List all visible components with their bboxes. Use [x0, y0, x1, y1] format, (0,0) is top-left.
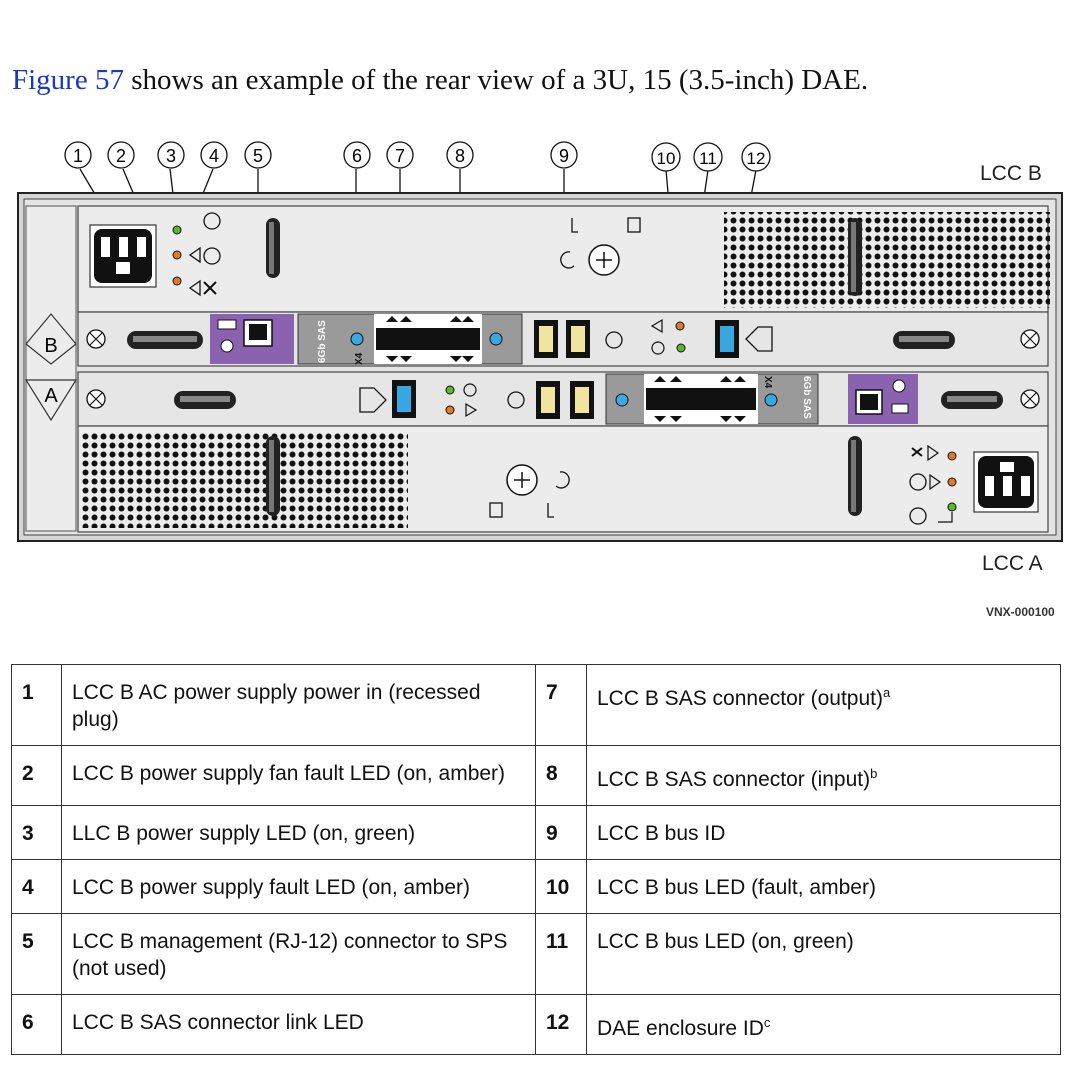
svg-text:2: 2 [116, 146, 126, 166]
legend-number: 9 [535, 805, 587, 860]
legend-description: LCC B SAS connector link LED [61, 994, 536, 1055]
legend-description: LCC B SAS connector (output)a [586, 664, 1061, 746]
callout-12: 12 [741, 142, 771, 172]
legend-description: LCC B bus LED (fault, amber) [586, 859, 1061, 914]
legend-description: LCC B bus LED (on, green) [586, 913, 1061, 995]
intro-text: Figure 57 shows an example of the rear v… [12, 64, 868, 97]
svg-text:1: 1 [73, 146, 83, 166]
legend-number: 3 [11, 805, 62, 860]
callout-4: 4 [200, 141, 228, 169]
dae-rear-view-diagram: 1 2 3 4 5 6 7 8 9 10 11 12 [17, 141, 1063, 542]
table-row: 3 LLC B power supply LED (on, green) 9 L… [11, 805, 1061, 860]
legend-number: 7 [535, 664, 587, 746]
callout-7: 7 [386, 141, 414, 169]
callout-1: 1 [64, 141, 92, 169]
legend-description: LCC B AC power supply power in (recessed… [61, 664, 536, 746]
callout-5: 5 [244, 141, 272, 169]
legend-description: DAE enclosure IDc [586, 994, 1061, 1055]
footnote-marker: c [763, 1015, 771, 1030]
legend-description: LCC B SAS connector (input)b [586, 745, 1061, 806]
svg-text:6Gb SAS: 6Gb SAS [801, 376, 812, 419]
legend-description: LCC B power supply fault LED (on, amber) [61, 859, 536, 914]
legend-number: 6 [11, 994, 62, 1055]
svg-text:4: 4 [209, 146, 219, 166]
legend-description: LLC B power supply LED (on, green) [61, 805, 536, 860]
svg-text:6: 6 [352, 146, 362, 166]
svg-text:B: B [44, 335, 57, 357]
svg-text:X4: X4 [354, 352, 365, 365]
callout-6: 6 [343, 141, 371, 169]
legend-description: LCC B management (RJ-12) connector to SP… [61, 913, 536, 995]
legend-description: LCC B bus ID [586, 805, 1061, 860]
lcc-b-label: LCC B [980, 162, 1042, 185]
intro-sentence: shows an example of the rear view of a 3… [123, 64, 869, 96]
svg-text:7: 7 [395, 146, 405, 166]
lcc-a-controller: X4 6Gb SAS [77, 371, 1049, 427]
legend-number: 2 [11, 745, 62, 806]
svg-text:11: 11 [699, 149, 717, 168]
lcc-a-power-supply [77, 425, 1049, 533]
legend-number: 12 [535, 994, 587, 1055]
callout-10: 10 [651, 142, 681, 172]
callout-8: 8 [446, 141, 474, 169]
legend-number: 4 [11, 859, 62, 914]
lcc-b-controller: 6Gb SAS X4 [77, 311, 1049, 367]
svg-text:5: 5 [253, 146, 263, 166]
slot-a-marker: A [24, 379, 78, 422]
slot-b-marker: B [25, 313, 77, 365]
table-row: 5 LCC B management (RJ-12) connector to … [11, 913, 1061, 995]
callout-3: 3 [157, 141, 185, 169]
table-row: 1 LCC B AC power supply power in (recess… [11, 664, 1061, 746]
footnote-marker: b [870, 766, 878, 781]
svg-text:8: 8 [455, 146, 465, 166]
table-row: 6 LCC B SAS connector link LED 12 DAE en… [11, 994, 1061, 1055]
svg-text:6Gb SAS: 6Gb SAS [317, 320, 328, 363]
svg-text:3: 3 [166, 146, 176, 166]
svg-text:A: A [44, 385, 58, 407]
legend-number: 1 [11, 664, 62, 746]
svg-text:12: 12 [747, 149, 766, 168]
footnote-marker: a [882, 685, 891, 700]
legend-table: 1 LCC B AC power supply power in (recess… [11, 664, 1061, 1055]
legend-description: LCC B power supply fan fault LED (on, am… [61, 745, 536, 806]
table-row: 2 LCC B power supply fan fault LED (on, … [11, 745, 1061, 806]
legend-number: 11 [535, 913, 587, 995]
legend-number: 10 [535, 859, 587, 914]
legend-number: 5 [11, 913, 62, 995]
callout-9: 9 [550, 141, 578, 169]
figure-code: VNX-000100 [986, 605, 1055, 619]
figure-link[interactable]: Figure 57 [12, 64, 124, 96]
table-row: 4 LCC B power supply fault LED (on, ambe… [11, 859, 1061, 914]
svg-text:10: 10 [657, 149, 676, 168]
svg-text:9: 9 [559, 146, 569, 166]
svg-text:X4: X4 [762, 376, 773, 389]
legend-number: 8 [535, 745, 587, 806]
callout-2: 2 [107, 141, 135, 169]
lcc-b-power-supply [77, 205, 1050, 313]
lcc-a-label: LCC A [982, 552, 1043, 575]
callout-11: 11 [693, 142, 723, 172]
